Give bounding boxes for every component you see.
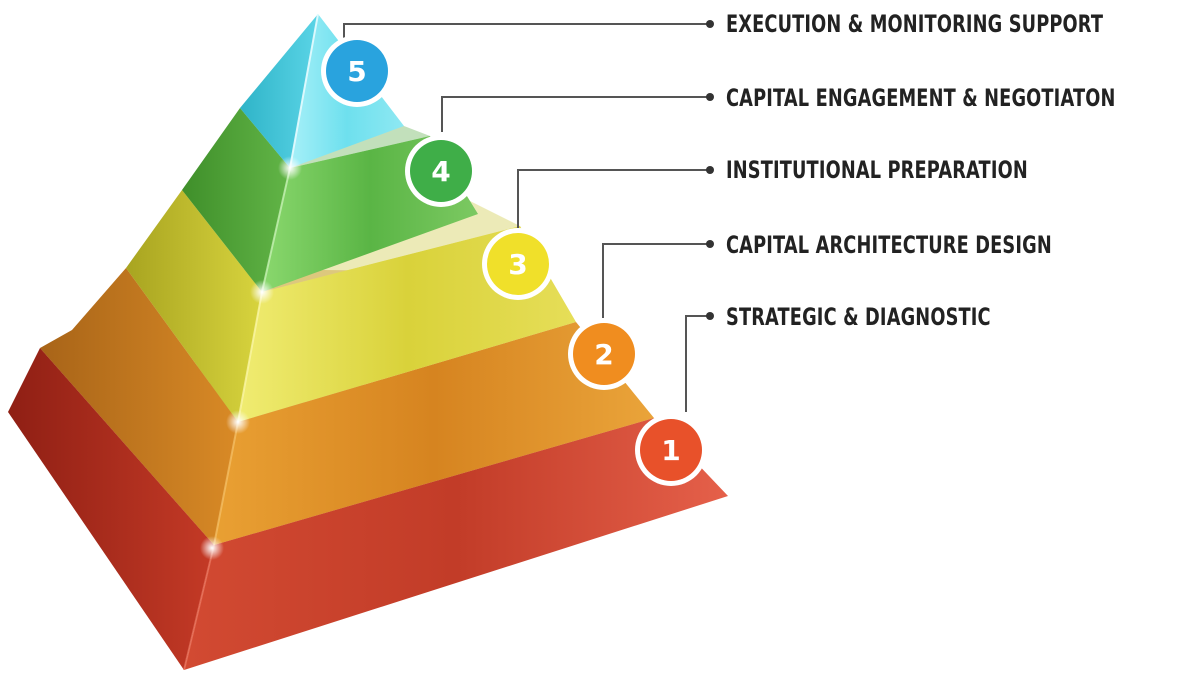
number-badge-4: 4 [405, 135, 477, 207]
number-badge-2: 2 [568, 318, 640, 390]
level-label-5: EXECUTION & MONITORING SUPPORT [726, 10, 1104, 38]
leader-line-5 [343, 23, 710, 42]
level-label-4: CAPITAL ENGAGEMENT & NEGOTIATON [726, 84, 1116, 112]
badge-number-4: 4 [431, 155, 450, 188]
badge-number-5: 5 [347, 55, 366, 88]
number-badge-5: 5 [321, 35, 393, 107]
leader-dot-5 [706, 20, 714, 28]
number-badge-1: 1 [635, 414, 707, 486]
leader-dots [706, 20, 714, 320]
number-badge-3: 3 [482, 228, 554, 300]
level-label-2: CAPITAL ARCHITECTURE DESIGN [726, 231, 1052, 259]
level-label-3: INSTITUTIONAL PREPARATION [726, 156, 1028, 184]
badge-number-2: 2 [594, 338, 613, 371]
leader-dot-2 [706, 240, 714, 248]
leader-dot-3 [706, 166, 714, 174]
leader-line-1 [685, 315, 710, 412]
highlight-glows [200, 156, 302, 560]
leader-dot-4 [706, 93, 714, 101]
level-label-1: STRATEGIC & DIAGNOSTIC [726, 303, 991, 331]
leader-line-3 [517, 169, 710, 228]
leader-line-4 [441, 96, 710, 132]
leader-lines [343, 23, 710, 412]
badge-number-3: 3 [508, 248, 527, 281]
badge-number-1: 1 [661, 434, 680, 467]
leader-line-2 [602, 243, 710, 318]
leader-dot-1 [706, 312, 714, 320]
